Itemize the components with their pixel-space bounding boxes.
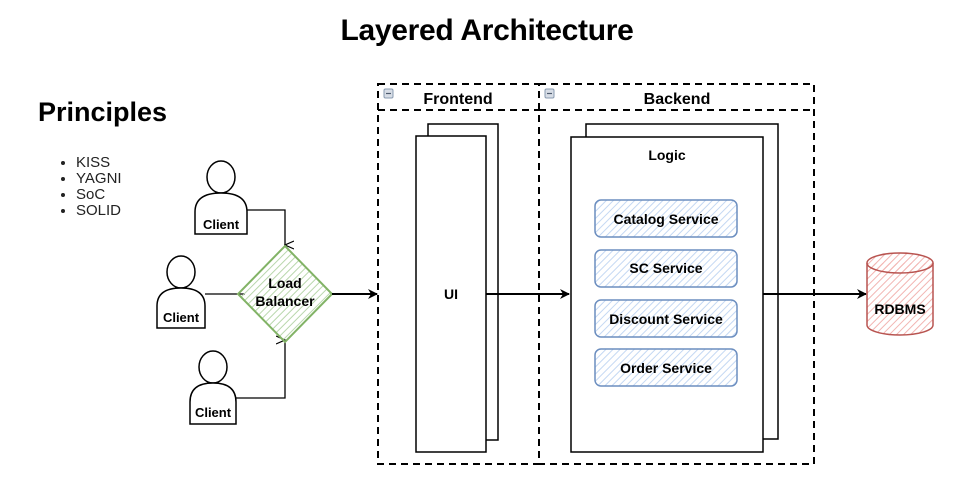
database-label: RDBMS: [874, 301, 925, 317]
load-balancer: Load Balancer: [236, 244, 334, 344]
person-icon: [194, 160, 248, 235]
service-label: Discount Service: [609, 311, 723, 327]
client-3: Client: [189, 350, 237, 425]
load-balancer-label-line2: Balancer: [255, 293, 315, 309]
person-icon: [156, 255, 206, 329]
principle-item: SoC: [76, 187, 122, 203]
frontend-label: Frontend: [423, 91, 492, 108]
service-label: Catalog Service: [613, 211, 718, 227]
service-order: Order Service: [594, 348, 738, 387]
service-label: Order Service: [620, 360, 712, 376]
principles-heading: Principles: [38, 97, 168, 127]
ui-label: UI: [444, 286, 458, 302]
backend-label: Backend: [644, 91, 711, 108]
logic-label: Logic: [648, 147, 686, 163]
ui-component: UI: [415, 123, 499, 453]
logic-component: Logic: [570, 123, 779, 453]
database-icon: RDBMS: [866, 252, 934, 336]
client-label: Client: [203, 217, 240, 232]
client-3-connector: [236, 340, 285, 399]
principle-item: YAGNI: [76, 171, 122, 187]
principle-item: KISS: [76, 155, 122, 171]
client-label: Client: [195, 405, 232, 420]
service-sc: SC Service: [594, 249, 738, 288]
principles-list: KISS YAGNI SoC SOLID: [58, 155, 122, 219]
client-label: Client: [163, 310, 200, 325]
minus-square-icon[interactable]: [383, 88, 394, 99]
principle-item: SOLID: [76, 203, 122, 219]
diagram-title: Layered Architecture: [340, 14, 634, 47]
service-catalog: Catalog Service: [594, 199, 738, 238]
backend-lane: Backend: [538, 83, 815, 465]
minus-square-icon[interactable]: [544, 88, 555, 99]
client-2: Client: [156, 255, 206, 329]
client-1: Client: [194, 160, 248, 235]
service-discount: Discount Service: [594, 299, 738, 338]
load-balancer-label-line1: Load: [268, 275, 301, 291]
client-1-connector: [247, 209, 285, 245]
person-icon: [189, 350, 237, 425]
service-label: SC Service: [629, 260, 702, 276]
